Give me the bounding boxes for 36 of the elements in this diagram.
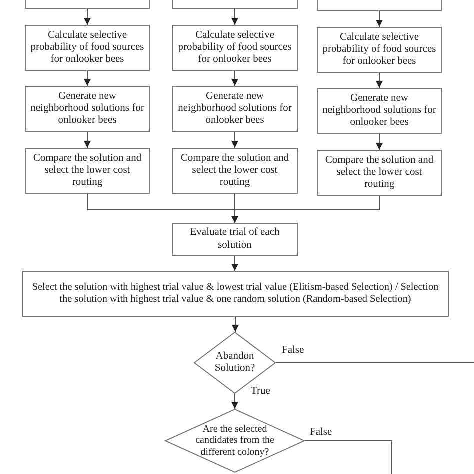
edge-label: False [309, 427, 334, 438]
process-box [317, 150, 442, 196]
process-box [22, 271, 449, 317]
arrow [84, 8, 91, 26]
arrow [232, 196, 380, 224]
arrow [232, 394, 238, 410]
arrow [232, 132, 238, 148]
arrow [84, 70, 91, 86]
arrow [376, 134, 383, 150]
process-text: Generate new neighborhood solutions for onlooker bees [322, 92, 438, 130]
edge-label: True [250, 386, 272, 397]
process-box [172, 148, 298, 194]
process-text: Generate new neighborhood solutions for onlooker bees [177, 90, 293, 128]
process-text: Calculate selective probability of food sources for onlooker bees [322, 32, 438, 68]
arrow [232, 256, 238, 272]
process-text: Compare the solution and select the lower cost routing [180, 152, 290, 190]
decision-text: Are the selected candidates from the different colony? [194, 424, 276, 458]
process-text: Evaluate trial of each solution [189, 227, 281, 252]
process-text: Calculate selective probability of food sources for onlooker bees [30, 30, 146, 66]
arrow [376, 10, 383, 28]
process-text: Compare the solution and select the lower cost routing [324, 154, 435, 192]
arrow [232, 316, 239, 332]
connector-line [304, 440, 392, 474]
process-text: Select the solution with highest trial value & lowest trial value (Elitism-based Selection) / Selection the solution with highest trial value & one random solution (Random-based Selection) [31, 282, 440, 306]
process-text: Generate new neighborhood solutions for onlooker bees [30, 90, 146, 128]
arrow [232, 8, 238, 26]
decision-text: Abandon Solution? [214, 350, 256, 376]
process-text: Compare the solution and select the lower cost routing [32, 152, 143, 190]
arrow [232, 70, 238, 86]
arrow [84, 132, 91, 148]
process-text: Calculate selective probability of food sources for onlooker bees [177, 30, 293, 66]
process-box [25, 148, 150, 194]
arrow [376, 72, 383, 88]
edge-label: False [281, 345, 306, 356]
process-box [172, 223, 298, 256]
connector-line [276, 362, 474, 364]
